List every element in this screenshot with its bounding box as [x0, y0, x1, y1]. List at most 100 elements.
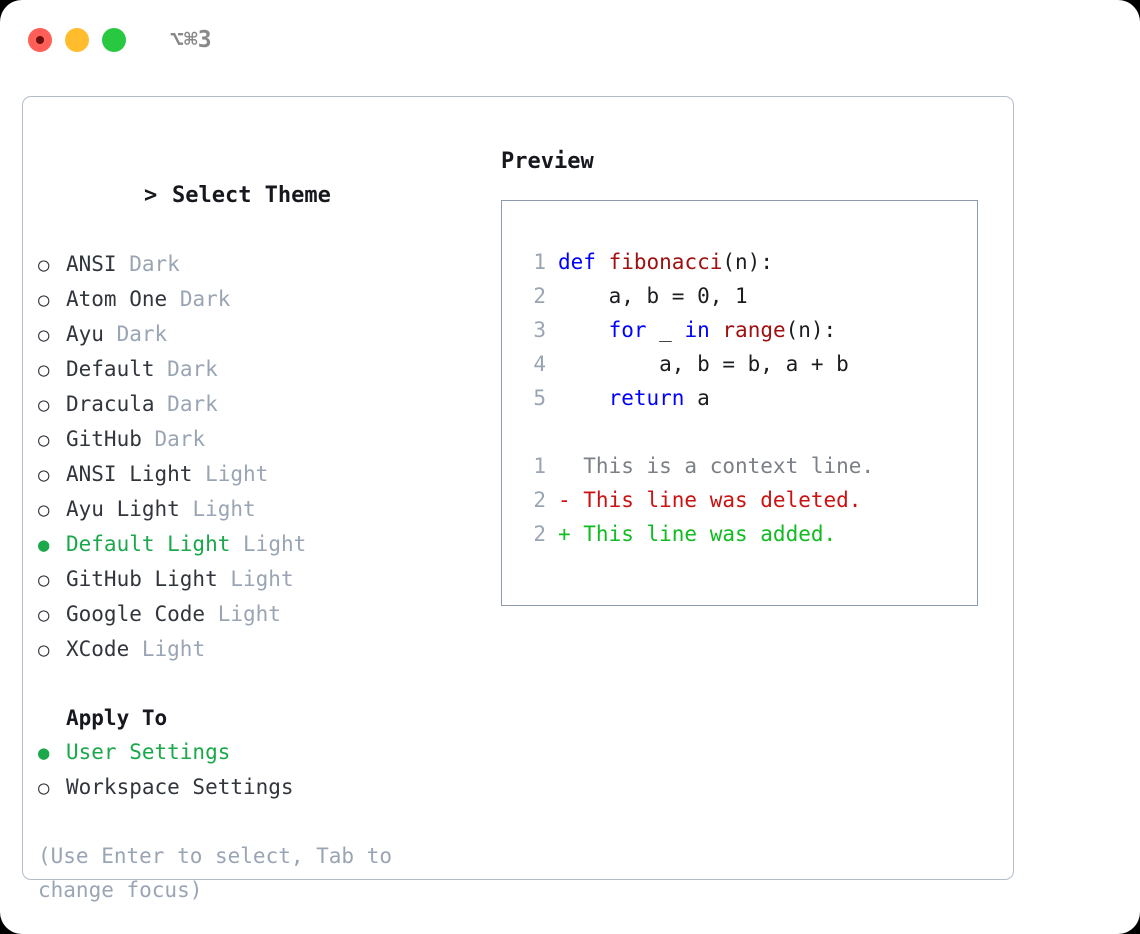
theme-option-dracula[interactable]: ○ Dracula Dark [38, 387, 488, 422]
theme-option-default-light[interactable]: ● Default Light Light [38, 527, 488, 562]
theme-option-label: Dracula [66, 392, 155, 416]
theme-mode-tag: Dark [167, 392, 218, 416]
code-token: for [608, 318, 647, 342]
code-token: range [722, 318, 786, 342]
preview-title: Preview [501, 149, 594, 174]
keyboard-shortcut-label: ⌥⌘3 [170, 27, 212, 53]
radio-unselected-icon: ○ [38, 289, 50, 311]
code-token: a, b = b, a + b [558, 352, 849, 376]
theme-list: ○ANSI Dark○Atom One Dark○Ayu Dark○Defaul… [38, 247, 488, 667]
label-spacer [167, 282, 180, 316]
theme-option-google-code[interactable]: ○Google Code Light [38, 597, 488, 632]
theme-picker-title: >Select Theme [38, 145, 488, 247]
theme-mode-tag: Light [243, 532, 307, 556]
theme-option-github-light[interactable]: ○GitHub Light Light [38, 562, 488, 597]
theme-mode-tag: Light [192, 497, 256, 521]
code-line: 5 return a [520, 381, 977, 415]
label-spacer [155, 387, 168, 421]
line-number: 3 [533, 318, 546, 342]
code-token: _ [646, 318, 685, 342]
theme-option-label: XCode [66, 637, 130, 661]
window-controls [28, 28, 126, 52]
radio-unselected-icon: ○ [38, 324, 50, 346]
code-token: fibonacci [608, 250, 723, 274]
code-token [558, 318, 609, 342]
apply-to-list: ● User Settings ○ Workspace Settings [38, 735, 488, 805]
diff-line-text: + This line was added. [558, 522, 837, 546]
code-token: a, b = 0, 1 [558, 284, 748, 308]
theme-option-ansi-light[interactable]: ○ANSI Light Light [38, 457, 488, 492]
code-token: return [608, 386, 685, 410]
label-spacer [192, 457, 205, 491]
apply-to-option-workspace-settings[interactable]: ○ Workspace Settings [38, 770, 488, 805]
code-line: 2 a, b = 0, 1 [520, 279, 977, 313]
theme-mode-tag: Dark [154, 427, 206, 451]
apply-to-option-label: User Settings [66, 740, 231, 764]
diff-line-text: This is a context line. [558, 454, 875, 478]
radio-unselected-icon: ○ [38, 604, 50, 626]
line-number: 2 [533, 488, 546, 512]
theme-option-ayu-light[interactable]: ○Ayu Light Light [38, 492, 488, 527]
diff-line-text: - This line was deleted. [558, 488, 862, 512]
label-spacer [218, 562, 231, 596]
radio-unselected-icon: ○ [38, 394, 50, 416]
close-button[interactable] [28, 28, 52, 52]
theme-option-ansi[interactable]: ○ ANSI Dark [38, 247, 488, 282]
label-spacer [205, 597, 218, 631]
diff-line-del: 2 - This line was deleted. [520, 483, 977, 517]
code-token [596, 250, 609, 274]
theme-option-label: Default Light [66, 532, 231, 556]
radio-unselected-icon: ○ [38, 569, 50, 591]
minimize-button[interactable] [65, 28, 89, 52]
theme-option-label: ANSI [66, 252, 117, 276]
theme-option-ayu[interactable]: ○Ayu Dark [38, 317, 488, 352]
title-bar: ⌥⌘3 [0, 0, 1140, 80]
line-number: 5 [533, 386, 546, 410]
maximize-button[interactable] [102, 28, 126, 52]
radio-unselected-icon: ○ [38, 359, 50, 381]
apply-to-option-user-settings[interactable]: ● User Settings [38, 735, 488, 770]
theme-mode-tag: Dark [179, 287, 231, 311]
radio-selected-icon: ● [38, 534, 50, 556]
theme-option-atom-one[interactable]: ○ Atom One Dark [38, 282, 488, 317]
main-panel: >Select Theme ○ANSI Dark○Atom One Dark○A… [22, 96, 1014, 902]
code-token: def [558, 250, 596, 274]
radio-unselected-icon: ○ [38, 464, 50, 486]
line-number: 2 [533, 284, 546, 308]
code-token: in [684, 318, 710, 342]
theme-option-label: Atom One [66, 287, 168, 311]
label-spacer [180, 492, 193, 526]
label-spacer [117, 247, 130, 281]
theme-mode-tag: Dark [129, 252, 180, 276]
section-spacer [38, 667, 488, 701]
theme-option-default[interactable]: ○Default Dark [38, 352, 488, 387]
theme-mode-tag: Light [141, 637, 206, 661]
radio-unselected-icon: ○ [38, 254, 50, 276]
theme-mode-tag: Light [230, 567, 294, 591]
diff-line-add: 2 + This line was added. [520, 517, 977, 551]
theme-option-github[interactable]: ○GitHub Dark [38, 422, 488, 457]
theme-option-label: Ayu [66, 322, 104, 346]
code-spacer [520, 415, 977, 449]
radio-selected-icon: ● [38, 742, 50, 764]
diff-sample: 1 This is a context line.2- This line wa… [520, 449, 977, 551]
line-number: 4 [533, 352, 546, 376]
theme-option-xcode[interactable]: ○XCode Light [38, 632, 488, 667]
radio-unselected-icon: ○ [38, 777, 50, 799]
code-token: a [684, 386, 710, 410]
label-spacer [142, 422, 155, 456]
label-spacer [230, 527, 243, 561]
code-line: 3 for _ in range(n): [520, 313, 977, 347]
label-spacer [155, 352, 168, 386]
code-token [558, 386, 609, 410]
keyboard-hint: (Use Enter to select, Tab to change focu… [38, 844, 405, 902]
theme-picker-title-text: Select Theme [171, 183, 331, 208]
theme-mode-tag: Dark [167, 357, 218, 381]
line-number: 2 [533, 522, 546, 546]
apply-to-option-label: Workspace Settings [66, 775, 294, 799]
